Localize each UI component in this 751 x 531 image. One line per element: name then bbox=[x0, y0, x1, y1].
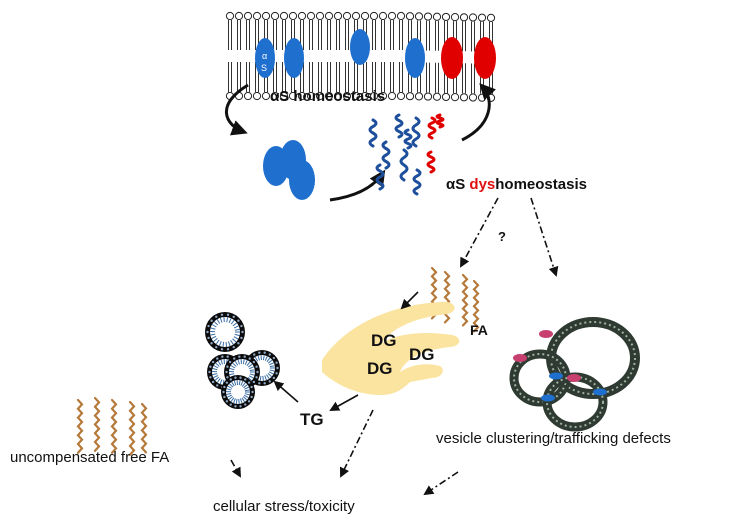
tg-label: TG bbox=[300, 410, 324, 430]
misfolded-alpha-synuclein-chains bbox=[370, 115, 443, 194]
dyshomeostasis-highlight: dys bbox=[469, 176, 495, 193]
vesicle-defects-label: vesicle clustering/trafficking defects bbox=[436, 430, 671, 447]
dashdot-arrow-free-fa-to-stress bbox=[231, 460, 240, 476]
free-fa-label: uncompensated free FA bbox=[10, 449, 169, 466]
dashdot-arrow-to-fa bbox=[461, 198, 498, 266]
dyshomeostasis-suffix: homeostasis bbox=[495, 176, 587, 193]
dyshomeostasis-prefix: αS bbox=[446, 176, 469, 193]
dashdot-arrow-to-vesicles bbox=[531, 198, 556, 275]
arrow-tg-to-droplets bbox=[275, 382, 298, 402]
lipid-droplets bbox=[205, 312, 280, 409]
fa-label: FA bbox=[470, 322, 488, 338]
cytosolic-alpha-synuclein-cluster bbox=[263, 140, 315, 200]
homeostasis-label: αS homeostasis bbox=[270, 88, 385, 105]
cellular-stress-label: cellular stress/toxicity bbox=[213, 498, 355, 515]
dg-label-3: DG bbox=[367, 359, 393, 379]
protein-alpha-label: α bbox=[262, 51, 267, 61]
dyshomeostasis-label: αS dyshomeostasis bbox=[446, 176, 587, 193]
dashdot-arrow-er-to-stress bbox=[341, 410, 373, 476]
arrow-dg-to-tg bbox=[331, 395, 358, 410]
protein-s-label: S bbox=[261, 63, 267, 73]
vesicle-cluster bbox=[513, 322, 635, 427]
curved-arrow-bottom bbox=[330, 173, 383, 200]
question-mark-label: ? bbox=[498, 229, 506, 244]
dg-label-1: DG bbox=[371, 331, 397, 351]
dashdot-arrow-vesicles-to-stress bbox=[425, 472, 458, 494]
dg-label-2: DG bbox=[409, 345, 435, 365]
